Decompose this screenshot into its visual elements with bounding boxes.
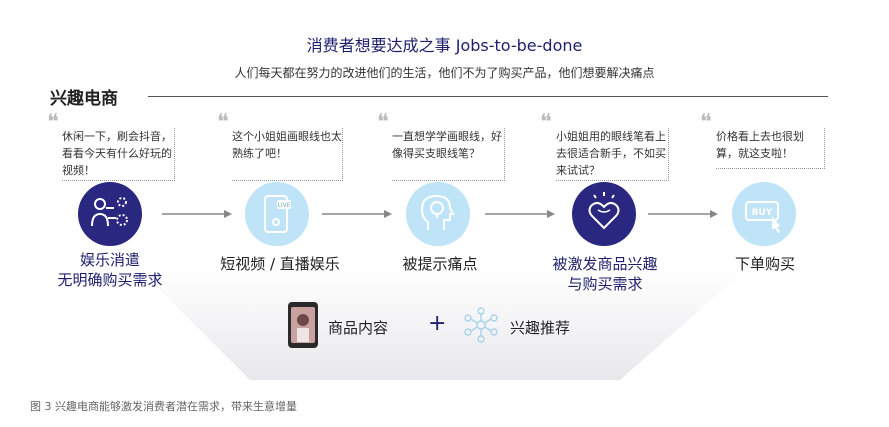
step-4-line-1: 被激发商品兴趣: [552, 255, 658, 273]
step-label-2: 短视频 / 直播娱乐: [220, 255, 340, 273]
step-1-line-1: 娱乐消遣: [79, 251, 140, 269]
arrow-right-icon: [648, 210, 718, 218]
plus-icon: +: [428, 311, 447, 336]
step-1-line-2: 无明确购买需求: [57, 271, 163, 289]
arrow-right-icon: [485, 210, 555, 218]
quote-mark-icon: ❝: [377, 110, 389, 135]
buy-button-icon: BUY: [732, 182, 796, 246]
arrow-right-icon: [322, 210, 392, 218]
heart-mind-icon: [572, 182, 636, 246]
quote-bubble-3: 一直想学学画眼线，好像得买支眼线笔？: [392, 128, 505, 181]
content-label: 商品内容: [328, 319, 389, 337]
quote-mark-icon: ❝: [540, 110, 552, 135]
step-label-4: 被激发商品兴趣 与购买需求: [525, 254, 685, 294]
quote-bubble-5: 价格看上去也很划算，就这支啦！: [716, 128, 825, 169]
quote-bubble-4: 小姐姐用的眼线笔看上去很适合新手，不如买来试试？: [556, 128, 669, 181]
quote-bubble-1: 休闲一下，刷会抖音，看看今天有什么好玩的视频！: [62, 128, 175, 181]
network-recommendation-icon: [464, 307, 498, 343]
recommendation-label: 兴趣推荐: [510, 319, 571, 337]
head-lightbulb-icon: [406, 182, 470, 246]
step-label-1: 娱乐消遣 无明确购买需求: [30, 250, 190, 290]
phone-content-icon: [288, 302, 318, 348]
svg-text:LIVE: LIVE: [277, 202, 290, 209]
social-network-icon: [78, 182, 142, 246]
quote-mark-icon: ❝: [700, 110, 712, 135]
quote-mark-icon: ❝: [217, 110, 229, 135]
page-subtitle: 人们每天都在努力的改进他们的生活，他们不为了购买产品，他们想要解决痛点: [234, 66, 655, 80]
step-4-line-2: 与购买需求: [567, 275, 643, 293]
arrow-right-icon: [162, 210, 232, 218]
quote-bubble-2: 这个小姐姐画眼线也太熟练了吧！: [232, 128, 343, 181]
svg-text:BUY: BUY: [752, 208, 773, 218]
live-video-phone-icon: LIVE: [245, 182, 309, 246]
section-divider: [148, 96, 828, 97]
figure-caption: 图 3 兴趣电商能够激发消费者潜在需求，带来生意增量: [30, 400, 297, 413]
step-label-5: 下单购买: [734, 255, 795, 273]
step-label-3: 被提示痛点: [402, 255, 478, 273]
quote-mark-icon: ❝: [47, 110, 59, 135]
section-label: 兴趣电商: [50, 89, 118, 109]
page-title: 消费者想要达成之事 Jobs-to-be-done: [306, 36, 583, 55]
